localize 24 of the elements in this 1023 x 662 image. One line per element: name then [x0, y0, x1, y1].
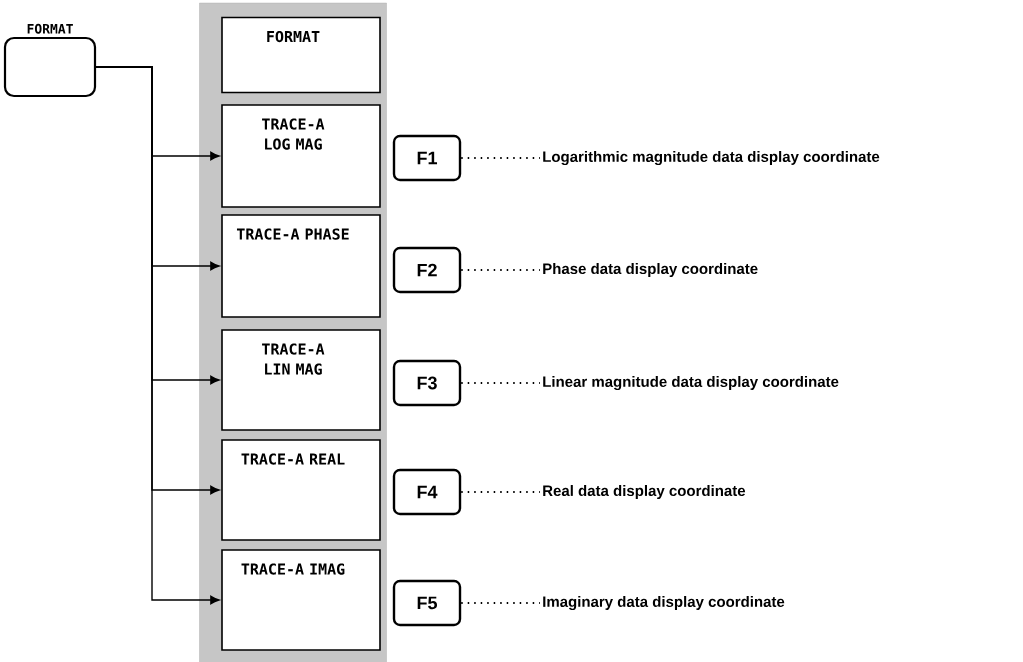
arrow [95, 66, 220, 605]
leader-line [460, 269, 541, 271]
description-text: Linear magnitude data display coordinate [543, 376, 839, 391]
soft-key-box: TRACE-A IMAG [221, 549, 381, 651]
soft-key-box: FORMAT [221, 16, 381, 94]
function-key: F4 [392, 468, 462, 516]
function-key: F2 [392, 246, 462, 294]
description-text: Real data display coordinate [543, 485, 746, 499]
leader-line [460, 382, 541, 384]
soft-key-box: TRACE-A REAL [221, 439, 381, 541]
leader-line [460, 491, 541, 493]
hard-key: FORMAT [3, 23, 97, 98]
function-key: F5 [392, 579, 462, 627]
soft-key-box: TRACE-A LOG MAG [221, 104, 381, 208]
leader-line [460, 157, 541, 159]
leader-line [460, 602, 541, 604]
node-label: FORMAT [27, 23, 73, 34]
description-text: Logarithmic magnitude data display coordinate [543, 151, 880, 166]
description-text: Imaginary data display coordinate [543, 596, 785, 611]
soft-key-box: TRACE-A PHASE [221, 214, 381, 318]
soft-key-box: TRACE-A LIN MAG [221, 329, 381, 431]
function-key: F3 [392, 359, 462, 407]
description-text: Phase data display coordinate [543, 263, 758, 277]
function-key: F1 [392, 134, 462, 182]
